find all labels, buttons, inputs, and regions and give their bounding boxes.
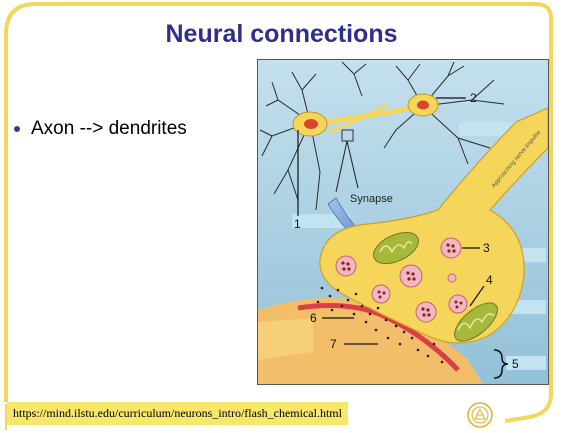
- synapse-label: Synapse: [350, 193, 393, 205]
- number-label: 4: [486, 273, 493, 287]
- number-label: 2: [470, 91, 477, 105]
- number-label: 1: [294, 217, 301, 231]
- number-label: 3: [483, 241, 490, 255]
- bullet-text: Axon --> dendrites: [31, 118, 187, 140]
- synapse-diagram: Synapse Approaching nerve impulse: [257, 59, 549, 385]
- university-seal-icon: [466, 401, 494, 429]
- neuron-cell-body: [408, 94, 438, 116]
- bullet-marker: [14, 126, 20, 132]
- number-label: 6: [310, 311, 317, 325]
- bullet-item: Axon --> dendrites: [14, 118, 244, 140]
- bullet-list: Axon --> dendrites: [14, 118, 244, 140]
- slide-title: Neural connections: [0, 20, 563, 49]
- number-label: 7: [330, 337, 337, 351]
- number-label: 5: [512, 357, 519, 371]
- source-url-link[interactable]: https://mind.ilstu.edu/curriculum/neuron…: [7, 402, 348, 425]
